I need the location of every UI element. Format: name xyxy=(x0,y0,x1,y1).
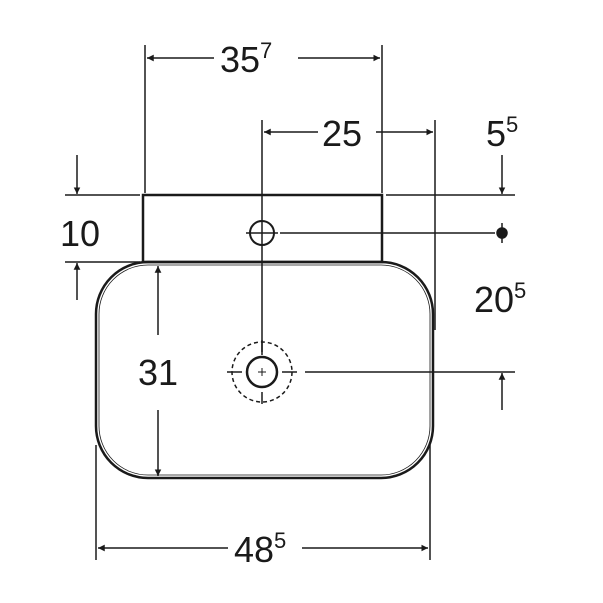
label-tap-block-depth: 10 xyxy=(60,213,100,254)
drain-hole xyxy=(245,355,279,389)
label-basin-depth: 31 xyxy=(138,352,178,393)
label-drain-to-top: 205 xyxy=(474,278,526,320)
label-overall-width: 485 xyxy=(234,528,286,570)
basin-outline xyxy=(94,260,435,480)
basin-inner-edge xyxy=(98,264,431,476)
label-tap-block-width: 357 xyxy=(220,38,272,80)
label-top-offset: 55 xyxy=(486,112,518,154)
label-tap-to-edge: 25 xyxy=(322,113,362,154)
